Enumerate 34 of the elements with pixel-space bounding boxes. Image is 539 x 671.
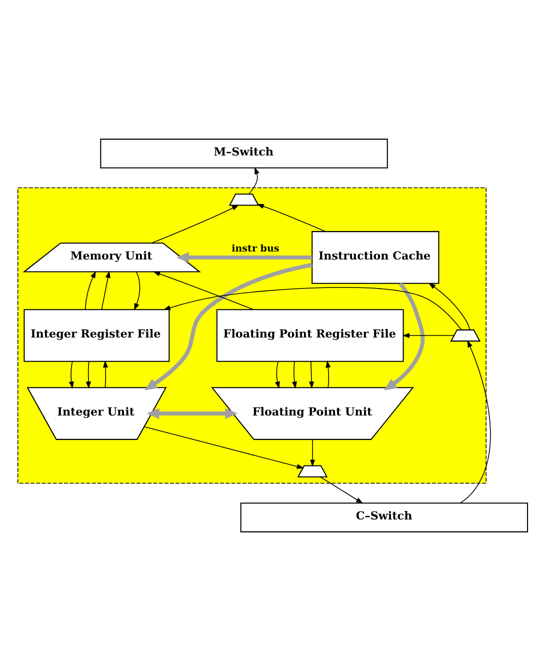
- arrow: [84, 270, 96, 310]
- node-box: Instruction Cache: [312, 231, 440, 284]
- arrow: [460, 340, 491, 504]
- arrow: [248, 166, 260, 194]
- arrow: [402, 332, 454, 338]
- node-box: [450, 329, 481, 342]
- arrow: [134, 272, 140, 311]
- arrow: [144, 426, 304, 469]
- arrow: [101, 270, 110, 310]
- arrow: [86, 361, 91, 389]
- arrow: [163, 287, 462, 330]
- arrow: [146, 408, 238, 420]
- node-box: Floating Point Register File: [216, 309, 404, 362]
- node-box: C–Switch: [240, 502, 528, 532]
- arrow: [320, 476, 364, 504]
- arrow: [152, 271, 254, 310]
- arrow: [103, 360, 108, 388]
- arrow: [144, 262, 312, 390]
- edge-label: instr bus: [232, 244, 280, 255]
- arrow: [275, 361, 280, 389]
- arrow: [428, 282, 470, 330]
- arrow: [151, 204, 240, 244]
- arrow: [256, 204, 326, 232]
- arrow: [68, 361, 74, 389]
- arrow: [310, 439, 316, 467]
- cluster: [17, 187, 487, 484]
- arrow: [309, 361, 314, 389]
- node-box: M–Switch: [100, 138, 388, 168]
- arrow: [326, 360, 331, 388]
- arrow: [176, 252, 312, 263]
- arrow: [384, 282, 425, 390]
- node-box: Integer Register File: [24, 309, 170, 362]
- arrow: [292, 361, 297, 389]
- node-box: [228, 194, 260, 206]
